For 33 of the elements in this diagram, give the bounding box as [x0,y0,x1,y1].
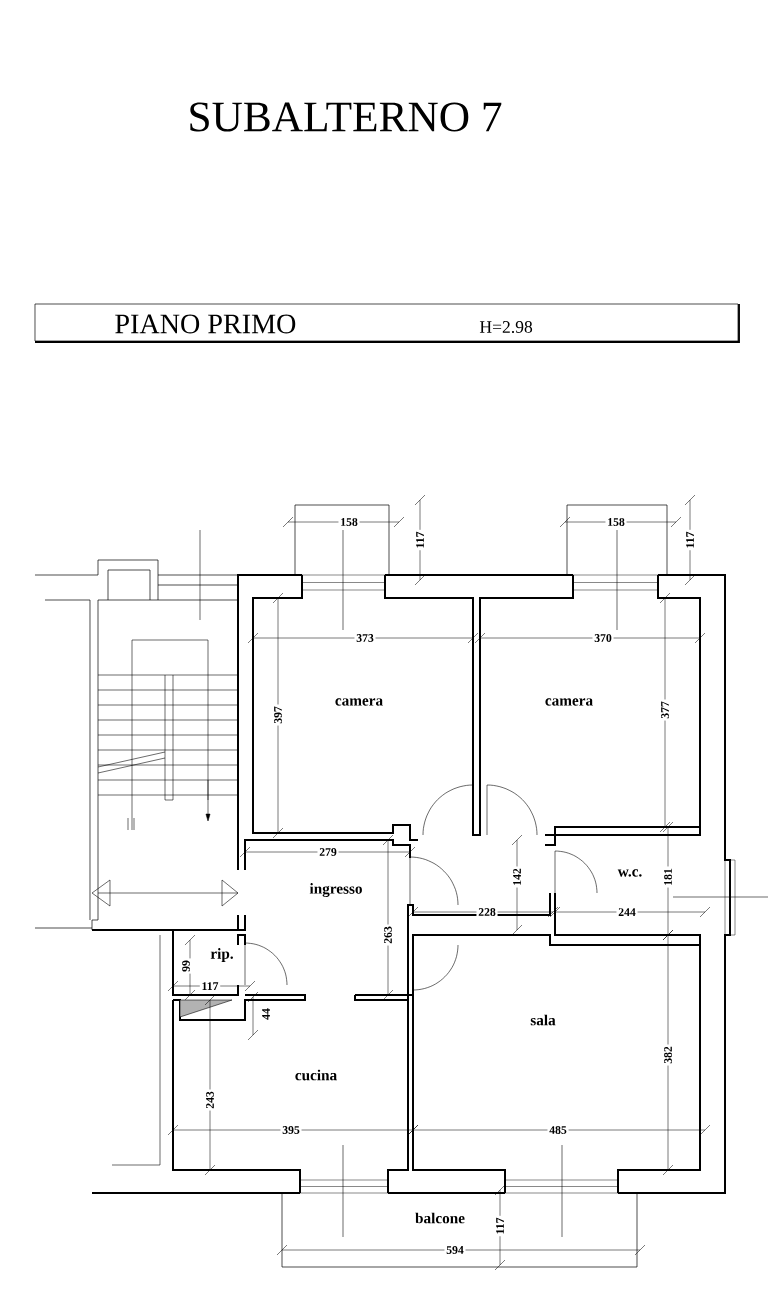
room-label: ingresso [309,883,362,897]
room-label: cucina [295,1069,337,1081]
dimension-value: 142 [511,866,523,888]
room-label: camera [335,698,383,706]
room-label: w.c. [617,869,642,877]
dimension-value: 117 [199,980,221,992]
dimension-value: 373 [354,632,376,644]
room-label: rip. [210,948,233,962]
dimension-value: 382 [662,1044,674,1066]
dimension-value: 485 [547,1124,569,1136]
dimension-value: 117 [414,529,426,551]
dimension-value: 181 [662,866,674,888]
dimension-value: 117 [684,529,696,551]
dimension-value: 370 [592,632,614,644]
dimension-value: 117 [494,1215,506,1237]
dimension-value: 377 [659,699,671,721]
room-label: balcone [415,1212,465,1224]
dimension-value: 395 [280,1124,302,1136]
dimension-value: 99 [180,958,192,974]
dimension-value: 158 [605,516,627,528]
dimension-value: 279 [317,846,339,858]
dimension-value: 44 [260,1006,272,1022]
dimension-value: 228 [476,906,498,918]
room-label: sala [530,1014,556,1026]
level-band: PIANO PRIMO H=2.98 [34,303,740,343]
dimension-value: 263 [382,924,394,946]
dimension-value: 158 [338,516,360,528]
title: SUBALTERNO 7 [190,102,502,132]
dimension-value: 243 [204,1089,216,1111]
dimension-value: 397 [272,704,284,726]
dimension-value: 594 [444,1244,466,1256]
room-label: camera [545,698,593,706]
dimension-value: 244 [616,906,638,918]
